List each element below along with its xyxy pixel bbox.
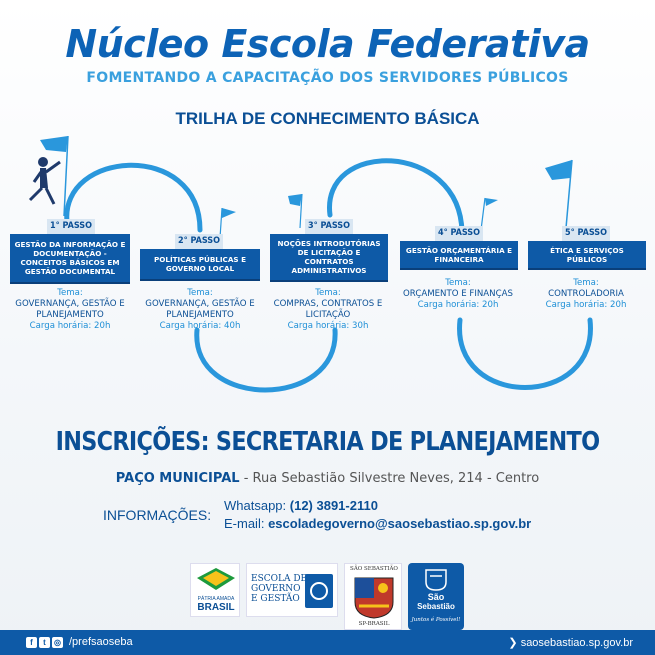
whatsapp-number[interactable]: (12) 3891-2110 xyxy=(289,498,378,513)
step-2-hours: Carga horária: 40h xyxy=(159,321,241,331)
escola-line1: ESCOLA DE xyxy=(251,574,308,584)
step-4-theme-value: ORÇAMENTO E FINANÇAS xyxy=(403,289,513,299)
trail-arc-1 xyxy=(64,162,203,233)
step-5-box: ÉTICA E SERVIÇOS PÚBLICOS xyxy=(528,241,646,268)
email-label: E-mail: xyxy=(224,516,269,531)
crest-bottom-text: SP-BRASIL xyxy=(358,621,390,627)
page-subtitle: FOMENTANDO A CAPACITAÇÃO DOS SERVIDORES … xyxy=(86,70,569,86)
info-contacts: Whatsapp: (12) 3891-2110 E-mail: escolad… xyxy=(224,497,531,533)
trail-arc-4 xyxy=(457,317,593,390)
step-3-box: NOÇÕES INTRODUTÓRIAS DE LICITAÇÃO E CONT… xyxy=(270,234,388,280)
step-3-hours: Carga horária: 30h xyxy=(287,321,369,331)
step-4-hours: Carga horária: 20h xyxy=(417,300,499,310)
trail-arc-2 xyxy=(194,327,338,393)
instagram-icon[interactable]: ◎ xyxy=(52,636,63,648)
step-2-box: POLÍTICAS PÚBLICAS E GOVERNO LOCAL xyxy=(140,249,260,279)
trail-arc-3 xyxy=(327,158,465,235)
ss-slogan: Juntos é Possível! xyxy=(411,617,461,623)
step-2-theme-label: Tema: xyxy=(187,288,213,298)
flag-icon-1 xyxy=(40,135,69,217)
step-5-theme-label: Tema: xyxy=(573,278,599,288)
social-handle[interactable]: /prefsaoseba xyxy=(69,636,133,648)
email-address[interactable]: escoladegoverno@saosebastiao.sp.gov.br xyxy=(268,516,532,531)
step-3-theme: Tema: COMPRAS, CONTRATOS E LICITAÇÃO Car… xyxy=(268,288,388,332)
escola-line2: GOVERNO xyxy=(251,584,301,594)
step-1-hours: Carga horária: 20h xyxy=(29,321,111,331)
step-1-theme-label: Tema: xyxy=(57,288,83,298)
brasil-flag-icon xyxy=(197,568,235,590)
info-label: INFORMAÇÕES: xyxy=(103,507,212,523)
step-4-tab: 4° PASSO xyxy=(435,226,483,241)
step-2-tab: 2° PASSO xyxy=(175,234,223,249)
escola-governo-logo: ESCOLA DE GOVERNO E GESTÃO xyxy=(246,563,338,617)
social-links: f t ◎ /prefsaoseba xyxy=(26,636,133,648)
registration-place: PAÇO MUNICIPAL xyxy=(115,471,240,486)
chevron-right-icon: ❯ xyxy=(508,637,521,649)
sao-sebastiao-logo: São Sebastião Juntos é Possível! xyxy=(408,563,464,630)
flag-icon-4 xyxy=(480,197,498,231)
step-1-box: GESTÃO DA INFORMAÇÃO E DOCUMENTAÇÃO - CO… xyxy=(10,234,130,282)
footer-bar: f t ◎ /prefsaoseba ❯ saosebastiao.sp.gov… xyxy=(0,630,655,655)
trail-title: TRILHA DE CONHECIMENTO BÁSICA xyxy=(175,109,480,128)
brasil-logo: PÁTRIA AMADA BRASIL xyxy=(190,563,240,617)
flag-icon-2 xyxy=(219,207,236,239)
step-4-theme-label: Tema: xyxy=(445,278,471,288)
step-1-tab: 1° PASSO xyxy=(47,219,95,234)
step-2-theme-value: GOVERNANÇA, GESTÃO E PLANEJAMENTO xyxy=(145,299,255,320)
step-4-box: GESTÃO ORÇAMENTÁRIA E FINANCEIRA xyxy=(400,241,518,268)
website-url: saosebastiao.sp.gov.br xyxy=(520,637,633,649)
step-5-theme-value: CONTROLADORIA xyxy=(548,289,624,299)
escola-emblem-icon xyxy=(305,574,333,608)
step-4-theme: Tema: ORÇAMENTO E FINANÇAS Carga horária… xyxy=(398,278,518,311)
facebook-icon[interactable]: f xyxy=(26,636,37,648)
flag-icon-3 xyxy=(288,193,303,229)
whatsapp-label: Whatsapp: xyxy=(224,498,290,513)
step-5-theme: Tema: CONTROLADORIA Carga horária: 20h xyxy=(526,278,646,311)
city-crest-logo: SÃO SEBASTIÃO SP-BRASIL xyxy=(344,563,402,630)
sao-sebastiao-emblem-icon xyxy=(425,569,447,591)
twitter-icon[interactable]: t xyxy=(39,636,50,648)
crest-shield-icon xyxy=(354,577,394,619)
brasil-line2: BRASIL xyxy=(197,602,235,613)
step-1-theme-value: GOVERNANÇA, GESTÃO E PLANEJAMENTO xyxy=(15,299,125,320)
step-3-tab: 3° PASSO xyxy=(305,219,353,234)
ss-line2: Sebastião xyxy=(417,602,455,611)
step-5-tab: 5° PASSO xyxy=(562,226,610,241)
runner-icon xyxy=(28,157,61,205)
ss-line1: São xyxy=(427,592,445,602)
flag-icon-5 xyxy=(545,159,573,229)
brasil-line1: PÁTRIA AMADA xyxy=(197,596,235,602)
step-5-hours: Carga horária: 20h xyxy=(545,300,627,310)
registration-street: - Rua Sebastião Silvestre Neves, 214 - C… xyxy=(239,471,540,486)
escola-line3: E GESTÃO xyxy=(251,594,300,604)
website-link[interactable]: ❯ saosebastiao.sp.gov.br xyxy=(508,636,633,649)
step-3-theme-value: COMPRAS, CONTRATOS E LICITAÇÃO xyxy=(273,299,383,320)
step-3-theme-label: Tema: xyxy=(315,288,341,298)
crest-top-text: SÃO SEBASTIÃO xyxy=(350,566,398,572)
step-2-theme: Tema: GOVERNANÇA, GESTÃO E PLANEJAMENTO … xyxy=(140,288,260,332)
registration-heading: INSCRIÇÕES: SECRETARIA DE PLANEJAMENTO xyxy=(55,427,601,457)
page-title: Núcleo Escola Federativa xyxy=(65,22,590,66)
registration-address: PAÇO MUNICIPAL - Rua Sebastião Silvestre… xyxy=(0,471,655,486)
step-1-theme: Tema: GOVERNANÇA, GESTÃO E PLANEJAMENTO … xyxy=(10,288,130,332)
